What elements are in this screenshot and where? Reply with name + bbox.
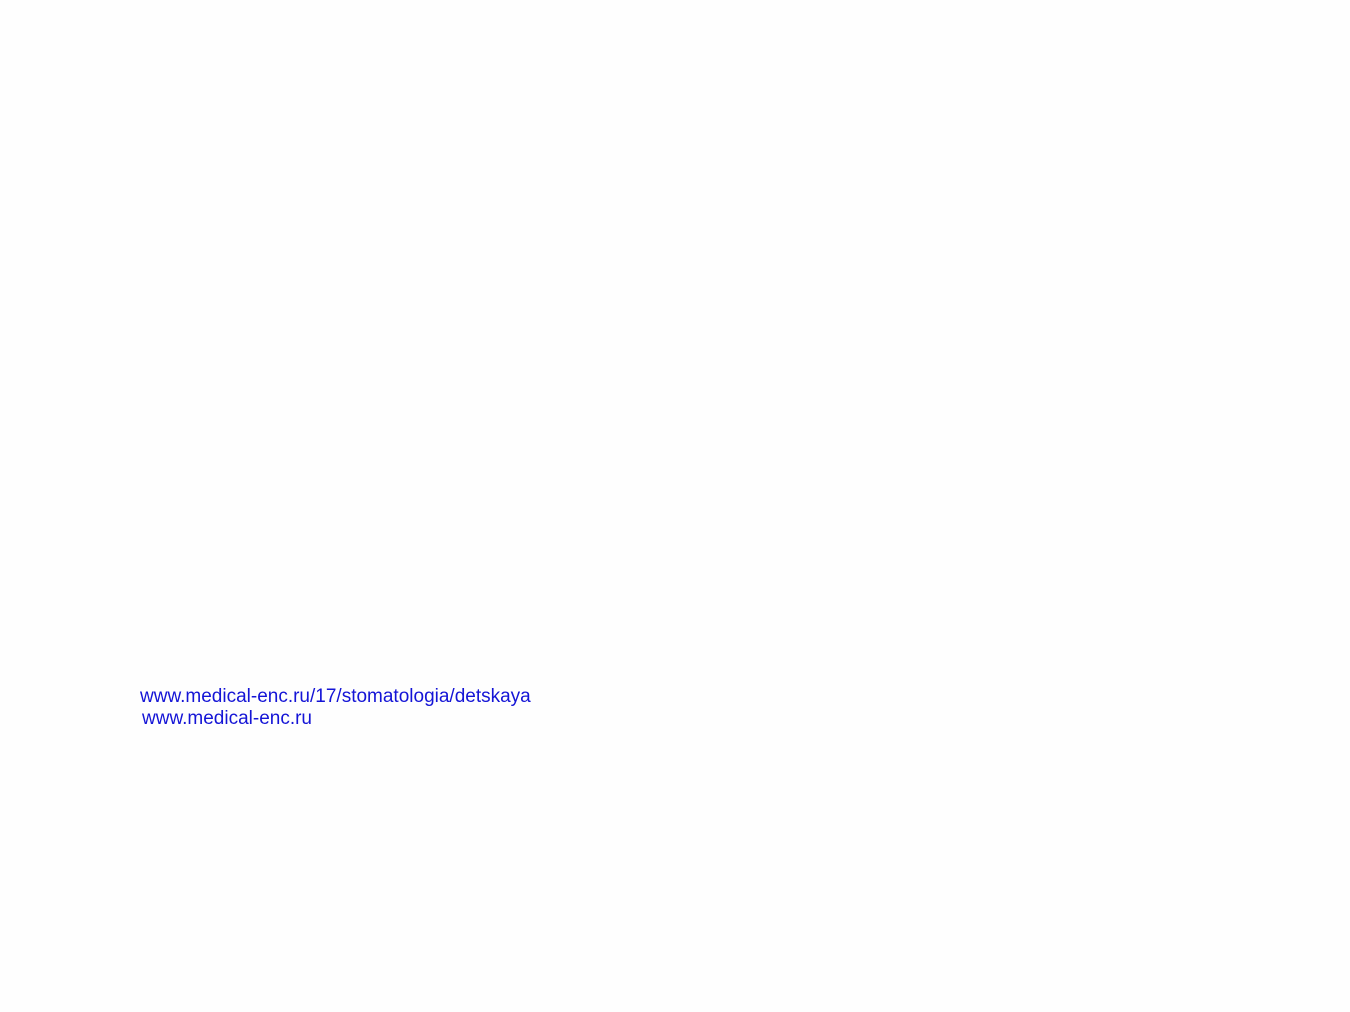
source-link-detskaya[interactable]: www.medical-enc.ru/17/stomatologia/detsk… <box>140 686 531 707</box>
source-links: www.medical-enc.ru/17/stomatologia/detsk… <box>140 686 531 729</box>
source-link-home[interactable]: www.medical-enc.ru <box>142 708 312 729</box>
